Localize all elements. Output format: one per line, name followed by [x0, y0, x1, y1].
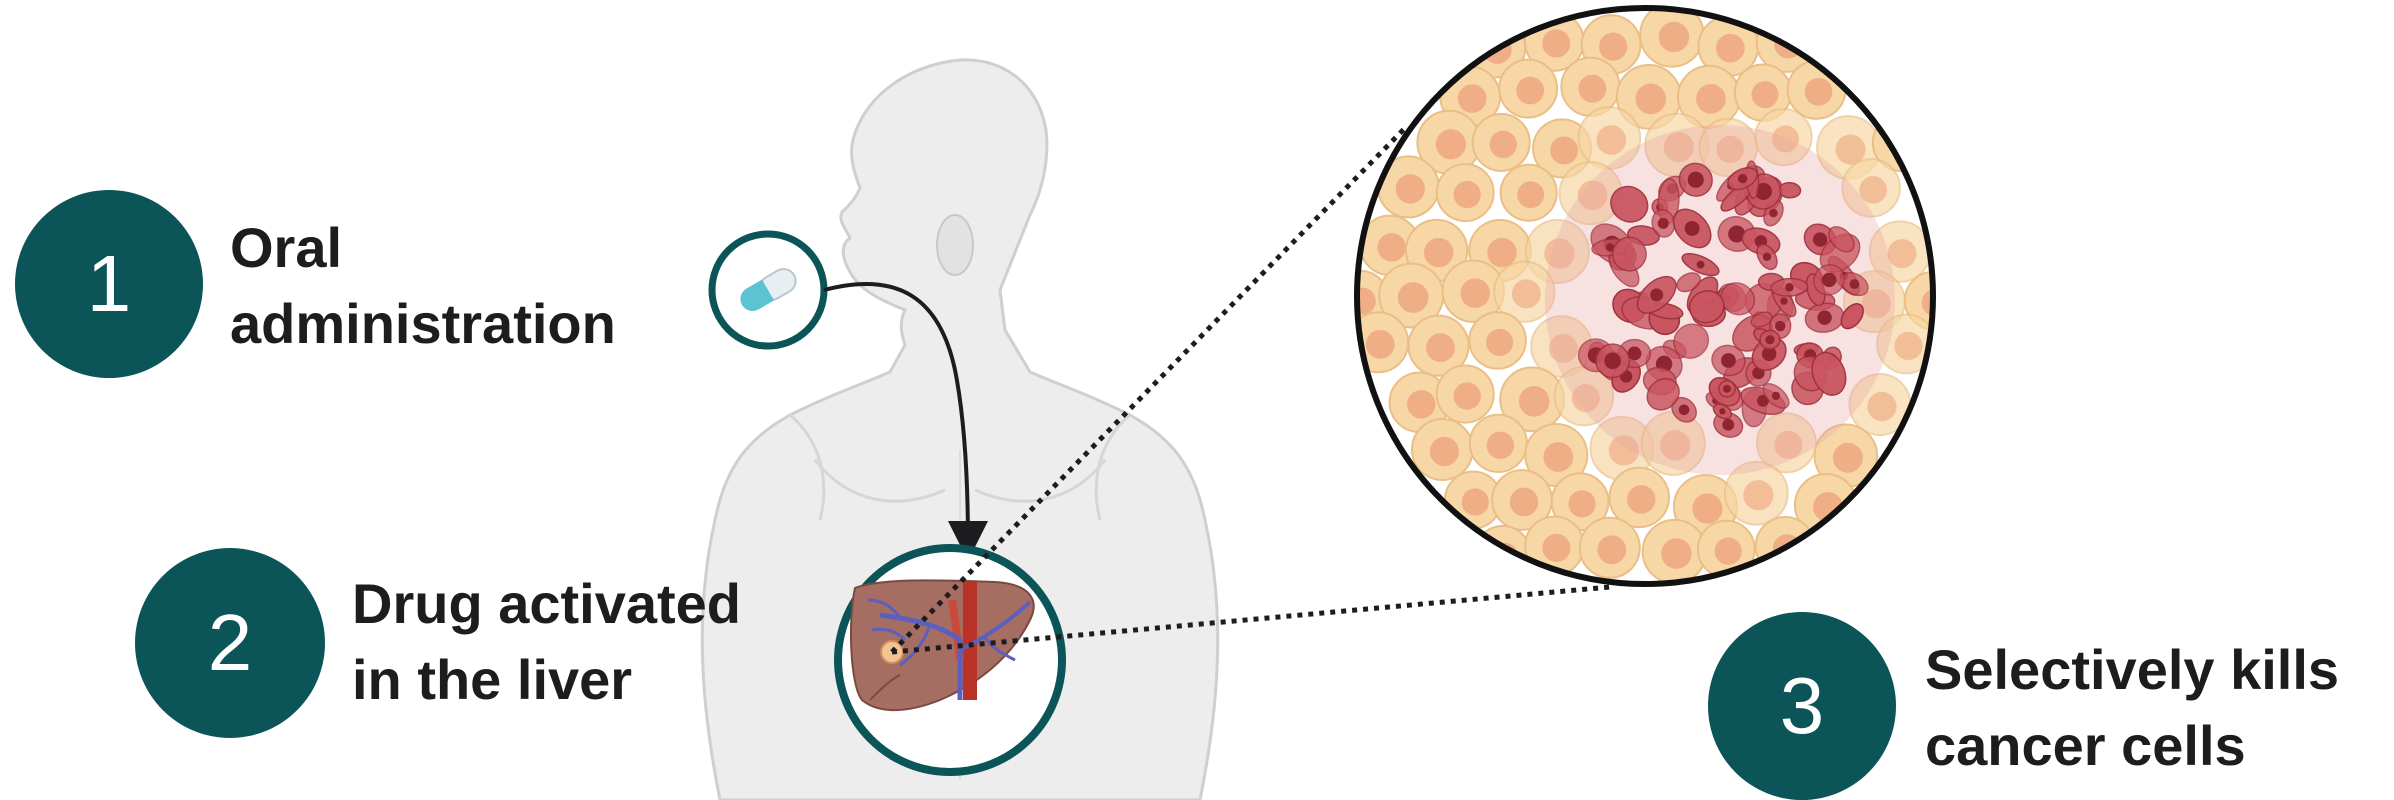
healthy-cell-nucleus	[1366, 330, 1395, 359]
healthy-cell-nucleus	[1436, 129, 1466, 159]
healthy-cell-nucleus	[1661, 538, 1692, 569]
healthy-cell-nucleus	[1462, 488, 1489, 515]
healthy-cell-nucleus	[1696, 84, 1726, 114]
healthy-cell-nucleus	[1407, 390, 1435, 418]
healthy-cell-nucleus	[1543, 442, 1573, 472]
healthy-cell-nucleus	[1743, 480, 1773, 510]
healthy-cell-nucleus	[1542, 534, 1570, 562]
healthy-cell-nucleus	[1751, 81, 1778, 108]
healthy-cell-nucleus	[1859, 176, 1887, 204]
healthy-cell-nucleus	[1454, 181, 1481, 208]
cancer-cell-nucleus	[1722, 419, 1734, 431]
cancer-cell-nucleus	[1697, 261, 1705, 269]
healthy-cell-nucleus	[1516, 77, 1544, 105]
healthy-cell-nucleus	[1517, 181, 1544, 208]
healthy-cell-nucleus	[1460, 278, 1489, 307]
cancer-cell-nucleus	[1772, 392, 1780, 400]
healthy-cell-nucleus	[1716, 34, 1745, 63]
healthy-cell-nucleus	[1578, 75, 1606, 103]
step-3-label: Selectively kills cancer cells	[1925, 632, 2339, 784]
cancer-cell	[1778, 182, 1800, 198]
healthy-cell-nucleus	[1568, 490, 1595, 517]
cancer-cell-nucleus	[1817, 311, 1831, 325]
cancer-cell-nucleus	[1765, 335, 1774, 344]
cancer-cell-nucleus	[1658, 218, 1669, 229]
healthy-cell-nucleus	[1486, 329, 1513, 356]
cancer-cell-nucleus	[1763, 253, 1771, 261]
step-2-badge: 2	[135, 548, 325, 738]
cancer-cell-nucleus	[1813, 232, 1827, 246]
healthy-cell-nucleus	[1424, 238, 1453, 267]
healthy-cell-nucleus	[1487, 432, 1514, 459]
healthy-cell-nucleus	[1487, 238, 1516, 267]
step-3-line-2: cancer cells	[1925, 708, 2339, 784]
step-1-number: 1	[87, 238, 132, 330]
healthy-cell-nucleus	[1599, 33, 1627, 61]
healthy-cell-nucleus	[1519, 386, 1550, 417]
healthy-cell-nucleus	[1377, 233, 1405, 261]
cancer-cell-nucleus	[1822, 273, 1837, 288]
step-3-line-1: Selectively kills	[1925, 632, 2339, 708]
cancer-cell-nucleus	[1685, 221, 1700, 236]
step-2-number: 2	[208, 597, 253, 689]
cancer-cell-nucleus	[1780, 297, 1787, 304]
cancer-cell-nucleus	[1688, 172, 1704, 188]
step-3-badge: 3	[1708, 612, 1896, 800]
healthy-cell-nucleus	[1550, 136, 1578, 164]
healthy-cell-nucleus	[1627, 485, 1656, 514]
healthy-cell-nucleus	[1430, 437, 1459, 466]
healthy-cell-nucleus	[1512, 279, 1541, 308]
cancer-cell-nucleus	[1679, 404, 1690, 415]
healthy-cell-nucleus	[1510, 488, 1539, 517]
healthy-cell-nucleus	[1490, 131, 1517, 158]
cancer-cell-nucleus	[1775, 321, 1785, 331]
cancer-cell-nucleus	[1738, 174, 1747, 183]
healthy-cell-nucleus	[1398, 282, 1429, 313]
step-1-label: Oral administration	[230, 210, 616, 362]
step-2-label: Drug activated in the liver	[352, 566, 741, 718]
healthy-cell-nucleus	[1635, 84, 1666, 115]
healthy-cell-nucleus	[1597, 535, 1626, 564]
healthy-cell-nucleus	[1659, 22, 1689, 52]
healthy-cell-nucleus	[1542, 29, 1570, 57]
healthy-cell-nucleus	[1867, 392, 1896, 421]
step-1-line-1: Oral	[230, 210, 616, 286]
healthy-cell-nucleus	[1349, 288, 1376, 315]
tumor-tissue-icon	[1332, 3, 1962, 584]
cancer-cell-nucleus	[1785, 283, 1794, 292]
healthy-cell-nucleus	[1458, 84, 1487, 113]
liver-ring	[838, 548, 1062, 772]
healthy-cell-nucleus	[1692, 493, 1722, 523]
healthy-cell-nucleus	[1805, 78, 1833, 106]
healthy-cell-nucleus	[1888, 239, 1917, 268]
step-1-line-2: administration	[230, 286, 616, 362]
cancer-cell-nucleus	[1650, 288, 1663, 301]
cancer-cell-nucleus	[1723, 385, 1731, 393]
step-1-badge: 1	[15, 190, 203, 378]
cancer-cell-nucleus	[1719, 408, 1725, 414]
healthy-cell-nucleus	[1833, 443, 1863, 473]
healthy-cell-nucleus	[1715, 538, 1742, 565]
step-2-line-1: Drug activated	[352, 566, 741, 642]
capsule-ring	[712, 234, 824, 346]
healthy-cell-nucleus	[1597, 125, 1627, 155]
healthy-cell-nucleus	[1396, 174, 1425, 203]
healthy-cell-nucleus	[1426, 333, 1455, 362]
step-3-number: 3	[1780, 660, 1825, 752]
cancer-cell-nucleus	[1769, 209, 1777, 217]
cancer-cell-nucleus	[1604, 353, 1621, 370]
healthy-cell-nucleus	[1454, 382, 1481, 409]
cancer-cell-nucleus	[1721, 353, 1736, 368]
cancer-cell-nucleus	[1850, 279, 1860, 289]
healthy-cell-nucleus	[1894, 332, 1922, 360]
step-2-line-2: in the liver	[352, 642, 741, 718]
